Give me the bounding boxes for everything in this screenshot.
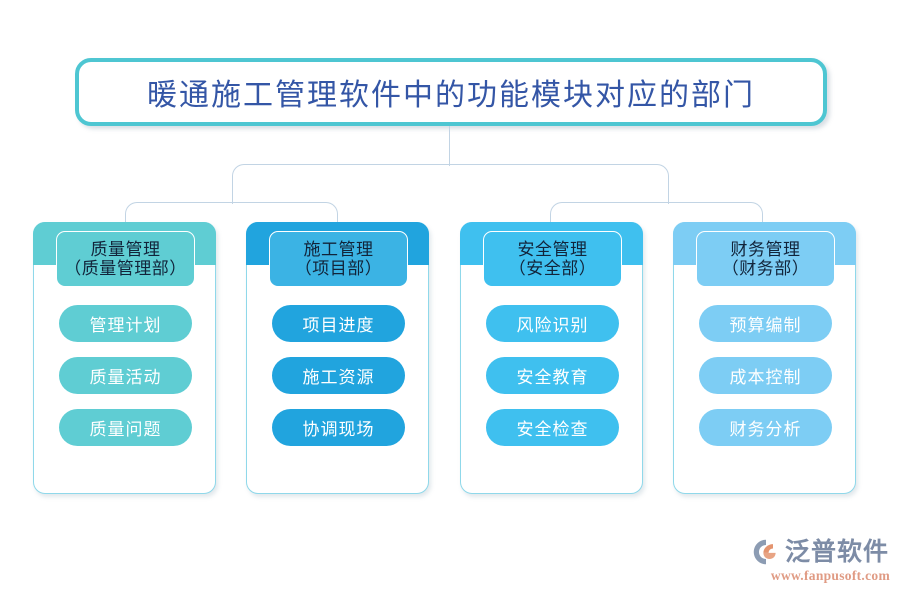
card-header-line1: 质量管理 <box>90 239 161 259</box>
module-pill[interactable]: 预算编制 <box>699 305 832 342</box>
card-header-line1: 财务管理 <box>730 239 801 259</box>
card-header-line1: 安全管理 <box>517 239 588 259</box>
department-card-finance[interactable]: 财务管理 （财务部） 预算编制 成本控制 财务分析 <box>672 221 857 494</box>
card-items-construction: 项目进度 施工资源 协调现场 <box>247 305 430 446</box>
logo-row: 泛普软件 <box>752 538 890 566</box>
module-pill[interactable]: 质量活动 <box>59 357 192 394</box>
fanpu-logo-icon <box>752 538 780 566</box>
card-header-finance: 财务管理 （财务部） <box>696 231 835 287</box>
department-card-quality[interactable]: 质量管理 （质量管理部） 管理计划 质量活动 质量问题 <box>32 221 217 494</box>
module-pill[interactable]: 安全检查 <box>486 409 619 446</box>
connector-stem <box>449 126 450 166</box>
card-header-line2: （质量管理部） <box>64 259 187 278</box>
brand-logo: 泛普软件 www.fanpusoft.com <box>752 538 890 590</box>
card-items-quality: 管理计划 质量活动 质量问题 <box>34 305 217 446</box>
department-columns: 质量管理 （质量管理部） 管理计划 质量活动 质量问题 施工管理 （项目部） 项… <box>0 221 900 497</box>
department-card-safety[interactable]: 安全管理 （安全部） 风险识别 安全教育 安全检查 <box>459 221 644 494</box>
module-pill[interactable]: 协调现场 <box>272 409 405 446</box>
logo-url: www.fanpusoft.com <box>770 568 890 583</box>
module-pill[interactable]: 施工资源 <box>272 357 405 394</box>
module-pill[interactable]: 财务分析 <box>699 409 832 446</box>
card-header-line2: （财务部） <box>721 259 810 278</box>
logo-wordmark: 泛普软件 <box>785 537 890 566</box>
card-items-safety: 风险识别 安全教育 安全检查 <box>461 305 644 446</box>
card-header-quality: 质量管理 （质量管理部） <box>56 231 195 287</box>
diagram-title-box: 暖通施工管理软件中的功能模块对应的部门 <box>75 58 827 126</box>
card-header-line1: 施工管理 <box>303 239 374 259</box>
card-items-finance: 预算编制 成本控制 财务分析 <box>674 305 857 446</box>
connector-level1-bar <box>232 164 669 204</box>
module-pill[interactable]: 成本控制 <box>699 357 832 394</box>
card-header-line2: （安全部） <box>508 259 597 278</box>
connector-level2-bar-left <box>125 202 338 224</box>
module-pill[interactable]: 安全教育 <box>486 357 619 394</box>
card-header-safety: 安全管理 （安全部） <box>483 231 622 287</box>
module-pill[interactable]: 风险识别 <box>486 305 619 342</box>
department-card-construction[interactable]: 施工管理 （项目部） 项目进度 施工资源 协调现场 <box>245 221 430 494</box>
module-pill[interactable]: 项目进度 <box>272 305 405 342</box>
module-pill[interactable]: 质量问题 <box>59 409 192 446</box>
module-pill[interactable]: 管理计划 <box>59 305 192 342</box>
card-header-line2: （项目部） <box>294 259 383 278</box>
page-title: 暖通施工管理软件中的功能模块对应的部门 <box>147 79 755 112</box>
card-header-construction: 施工管理 （项目部） <box>269 231 408 287</box>
connector-level2-bar-right <box>550 202 763 224</box>
